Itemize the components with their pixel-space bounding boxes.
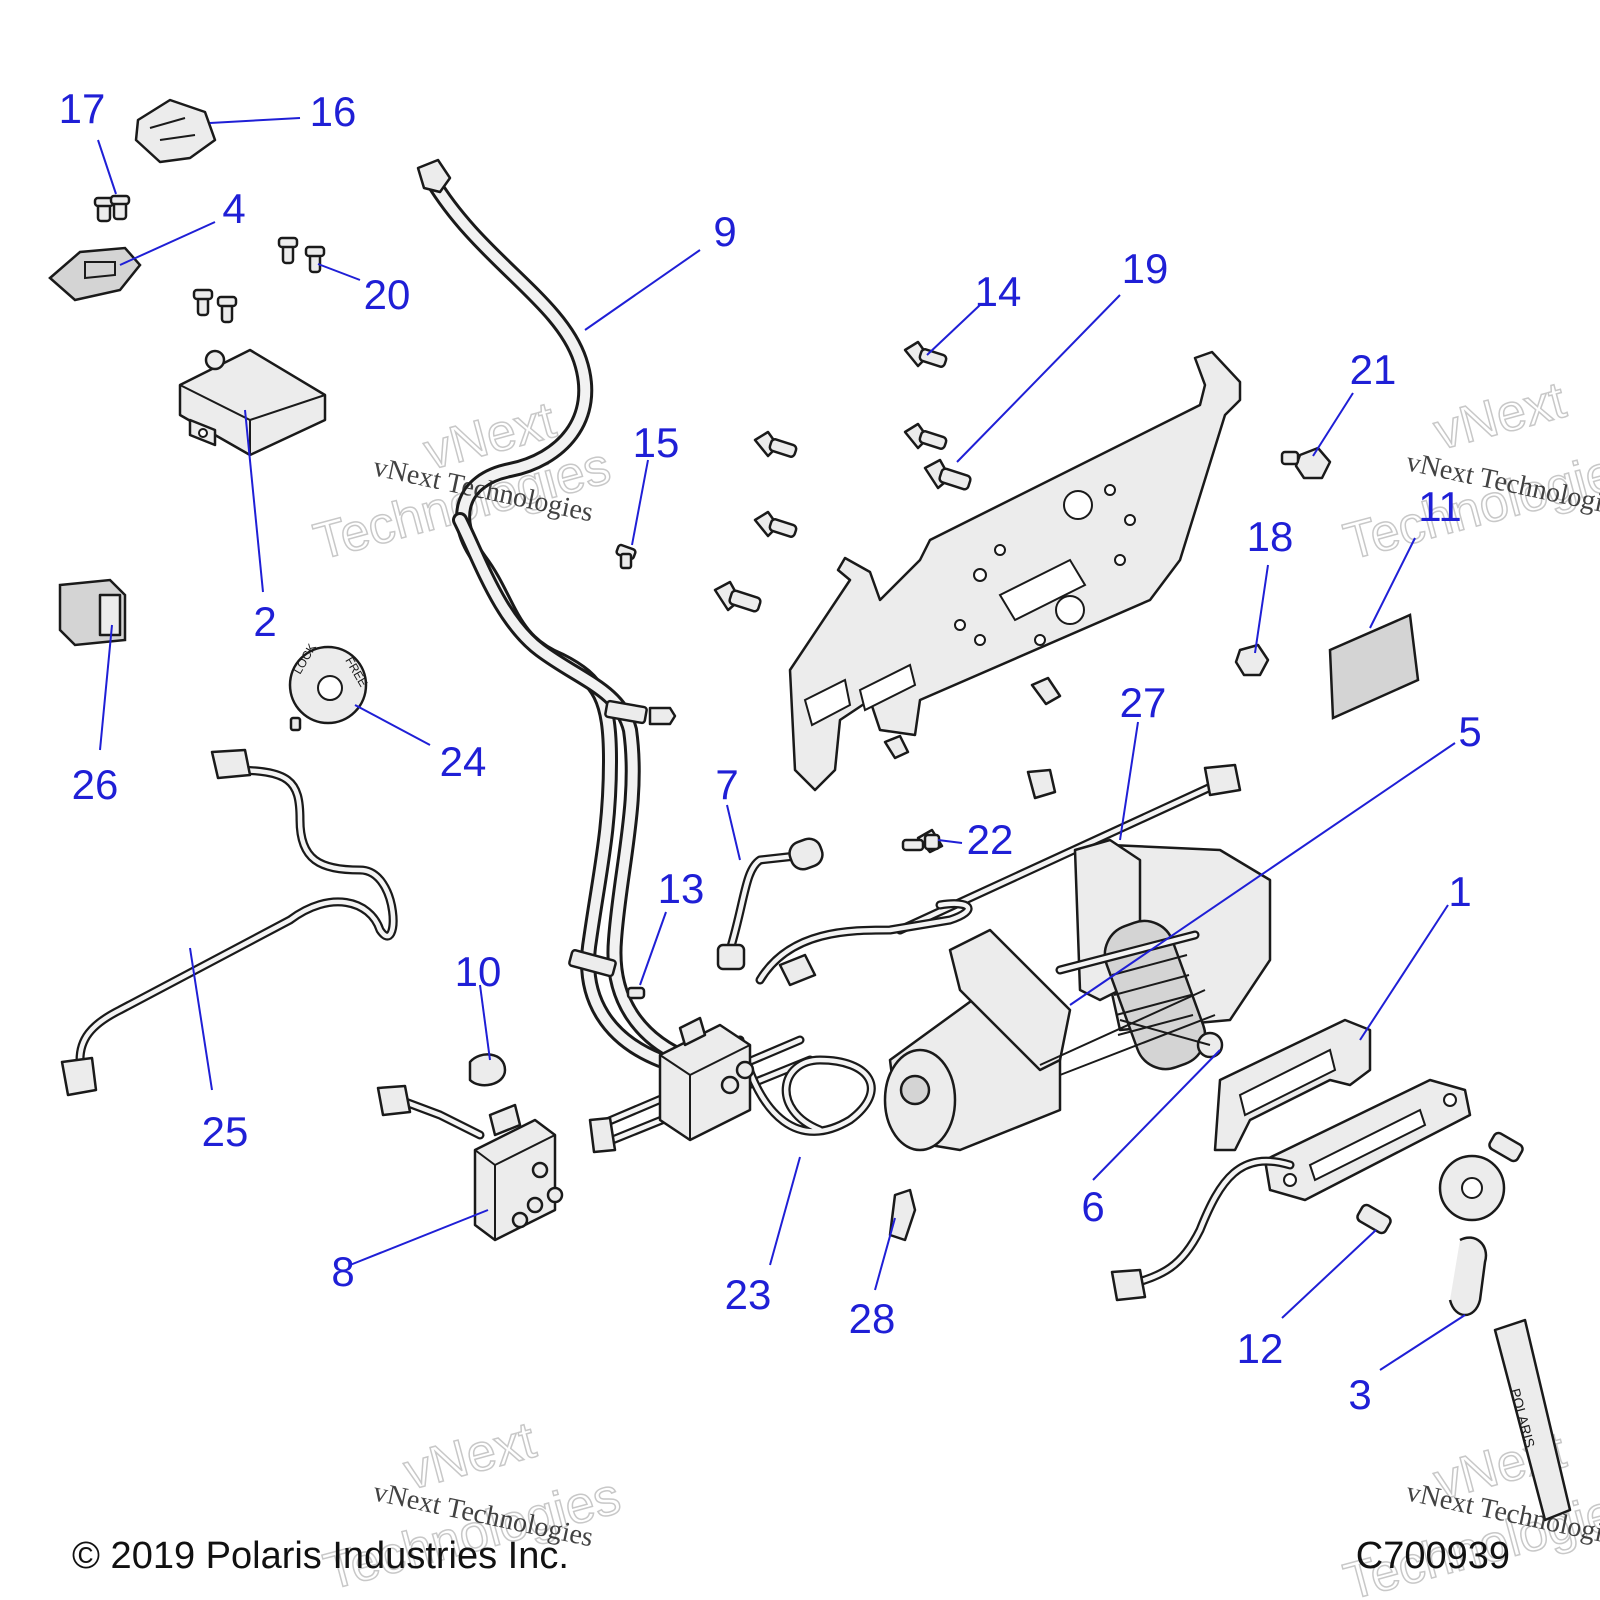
callout-8: 8	[331, 1248, 354, 1295]
drawing-number: C700939	[1355, 1535, 1510, 1577]
part-25-switch-harness	[60, 748, 398, 1097]
part-28-plug	[888, 1188, 917, 1242]
part-13-bolt	[626, 986, 646, 1000]
copyright-text: © 2019 Polaris Industries Inc.	[72, 1535, 569, 1577]
part-24-lock-free-knob: LOCK FREE	[288, 641, 371, 732]
callout-6: 6	[1081, 1183, 1104, 1230]
part-6-fairlead	[1263, 1078, 1472, 1202]
callout-1: 1	[1448, 868, 1471, 915]
part-17-screws	[93, 194, 131, 223]
callout-13: 13	[658, 865, 705, 912]
part-18-nut	[1234, 643, 1270, 677]
callout-5: 5	[1458, 708, 1481, 755]
part-21-flange-nut	[1280, 446, 1332, 480]
part-26-rocker-switch	[58, 578, 127, 647]
callout-22: 22	[967, 816, 1014, 863]
part-22-bolt	[923, 833, 941, 851]
contactor-on-harness	[658, 1016, 755, 1142]
callout-11: 11	[1418, 483, 1462, 530]
part-11-label	[1328, 613, 1420, 720]
part-7-power-cable	[716, 837, 824, 971]
callout-14: 14	[975, 268, 1022, 315]
mounting-bolts-group	[713, 340, 1062, 854]
winch-mounting-plate	[788, 350, 1242, 792]
callout-numbers: 1 2 3 4 5 6 7 8 9 10 11 12 13 14 15 16 1…	[59, 85, 1482, 1418]
callout-12: 12	[1237, 1325, 1284, 1372]
callout-26: 26	[72, 761, 119, 808]
callout-20: 20	[364, 271, 411, 318]
part-3-hook-strap: POLARIS	[1448, 1236, 1572, 1522]
winch-assembly	[883, 838, 1272, 1152]
part-4-remote	[48, 246, 142, 302]
part-15-bolt	[615, 543, 637, 570]
callout-4: 4	[222, 185, 245, 232]
callout-19: 19	[1122, 245, 1169, 292]
watermark-word-vnext: vNext	[1428, 371, 1572, 462]
part-9-main-harness	[416, 158, 698, 1068]
callout-10: 10	[455, 948, 502, 995]
callout-18: 18	[1247, 513, 1294, 560]
winch-remote-plug-cable	[1110, 1156, 1295, 1302]
callout-2: 2	[253, 598, 276, 645]
callout-21: 21	[1350, 346, 1397, 393]
part-2-control-module	[178, 348, 327, 457]
callout-28: 28	[849, 1295, 896, 1342]
callout-3: 3	[1348, 1371, 1371, 1418]
callout-17: 17	[59, 85, 106, 132]
callout-9: 9	[713, 208, 736, 255]
callout-24: 24	[440, 738, 487, 785]
callout-25: 25	[202, 1108, 249, 1155]
part-20-screws	[192, 236, 326, 324]
callout-15: 15	[633, 419, 680, 466]
callout-7: 7	[715, 761, 738, 808]
part-16-clip	[134, 98, 217, 164]
leader-lines	[97, 117, 1466, 1371]
part-8-contactor	[376, 1084, 564, 1242]
callout-23: 23	[725, 1271, 772, 1318]
part-1-bracket	[1213, 1018, 1372, 1152]
callout-16: 16	[310, 88, 357, 135]
part-10-clamp	[468, 1053, 507, 1087]
callout-27: 27	[1120, 679, 1167, 726]
part-12-bolts	[1356, 1131, 1524, 1235]
hook-stopper	[1438, 1154, 1506, 1222]
